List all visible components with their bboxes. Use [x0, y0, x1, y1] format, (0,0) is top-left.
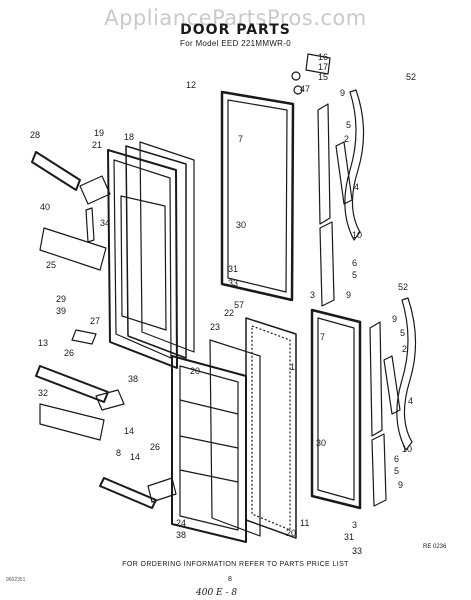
part-14-bracket [95, 389, 125, 411]
upper-door-panel [220, 90, 295, 302]
part-callout-5: 5 [394, 466, 399, 476]
part-callout-18: 18 [124, 132, 134, 142]
part-callout-1: 1 [290, 362, 295, 372]
part-callout-32: 32 [38, 388, 48, 398]
part-28-trim [31, 151, 81, 191]
part-callout-52: 52 [406, 72, 416, 82]
part-39-clip [71, 329, 97, 345]
lower-door-liner [171, 355, 247, 543]
reference-code: RE 0236 [423, 544, 447, 550]
part-callout-20: 20 [190, 366, 200, 376]
lower-bottom-hinge [371, 433, 387, 507]
watermark: AppliancePartsPros.com [104, 6, 367, 30]
part-callout-19: 19 [94, 128, 104, 138]
part-32-bin [39, 403, 105, 441]
lower-door-panel [310, 308, 362, 510]
page-number: 8 [228, 576, 232, 583]
part-callout-33: 33 [352, 546, 362, 556]
part-callout-31: 31 [228, 264, 238, 274]
upper-handle [344, 89, 365, 241]
part-callout-20: 20 [286, 528, 296, 538]
part-callout-38: 38 [176, 530, 186, 540]
part-callout-25: 25 [46, 260, 56, 270]
part-callout-29: 29 [56, 294, 66, 304]
part-callout-31: 31 [344, 532, 354, 542]
part-callout-2: 2 [344, 134, 349, 144]
ordering-footer: FOR ORDERING INFORMATION REFER TO PARTS … [122, 561, 349, 568]
part-callout-5: 5 [346, 120, 351, 130]
part-callout-9: 9 [392, 314, 397, 324]
part-callout-9: 9 [340, 88, 345, 98]
part-callout-17: 17 [318, 62, 328, 72]
part-callout-13: 13 [38, 338, 48, 348]
part-callout-10: 10 [402, 444, 412, 454]
lower-top-hinge [369, 321, 383, 437]
part-16-plate [305, 53, 331, 75]
part-callout-15: 15 [318, 72, 328, 82]
part-callout-4: 4 [408, 396, 413, 406]
part-callout-24: 24 [176, 518, 186, 528]
part-callout-34: 34 [100, 218, 110, 228]
part-callout-6: 6 [352, 258, 357, 268]
upper-bottom-hinge [319, 221, 335, 307]
handwritten-note: 400 E - 8 [196, 588, 238, 598]
part-callout-28: 28 [30, 130, 40, 140]
part-40-shelf [39, 227, 107, 271]
part-callout-39: 39 [56, 306, 66, 316]
part-callout-26: 26 [150, 442, 160, 452]
part-8-trim [99, 477, 157, 509]
part-13-trim [35, 365, 109, 403]
page-title: DOOR PARTS [180, 22, 291, 38]
part-callout-23: 23 [210, 322, 220, 332]
part-40-bar [85, 207, 95, 243]
part-callout-57: 57 [234, 300, 244, 310]
part-callout-8: 8 [116, 448, 121, 458]
part-34-bracket [79, 175, 111, 205]
upper-door-liner [107, 149, 178, 369]
part-callout-33: 33 [228, 278, 238, 288]
part-callout-9: 9 [346, 290, 351, 300]
part-callout-10: 10 [352, 230, 362, 240]
part-callout-22: 22 [224, 308, 234, 318]
part-callout-21: 21 [92, 140, 102, 150]
part-callout-47: 47 [300, 84, 310, 94]
part-callout-40: 40 [40, 202, 50, 212]
part-callout-7: 7 [238, 134, 243, 144]
part-callout-9: 9 [398, 480, 403, 490]
part-callout-27: 27 [90, 316, 100, 326]
upper-top-hinge [317, 103, 331, 225]
part-callout-14: 14 [130, 452, 140, 462]
part-callout-14: 14 [124, 426, 134, 436]
part-callout-26: 26 [64, 348, 74, 358]
part-callout-16: 16 [318, 52, 328, 62]
part-callout-11: 11 [300, 518, 309, 528]
lower-handle [396, 297, 417, 451]
part-callout-6: 6 [394, 454, 399, 464]
lower-door-gasket [245, 317, 297, 539]
upper-door-gasket [125, 145, 187, 359]
part-callout-30: 30 [316, 438, 326, 448]
part-callout-5: 5 [400, 328, 405, 338]
part-callout-3: 3 [352, 520, 357, 530]
part-callout-7: 7 [320, 332, 325, 342]
part-callout-12: 12 [186, 80, 196, 90]
part-callout-30: 30 [236, 220, 246, 230]
part-callout-3: 3 [310, 290, 315, 300]
part-callout-38: 38 [128, 374, 138, 384]
document-id: 9602351 [6, 577, 26, 583]
part-callout-2: 2 [402, 344, 407, 354]
part-callout-4: 4 [354, 182, 359, 192]
model-subtitle: For Model EED 221MMWR-0 [180, 39, 291, 48]
part-14-lower-bracket [147, 477, 177, 503]
part-callout-5: 5 [352, 270, 357, 280]
part-callout-52: 52 [398, 282, 408, 292]
